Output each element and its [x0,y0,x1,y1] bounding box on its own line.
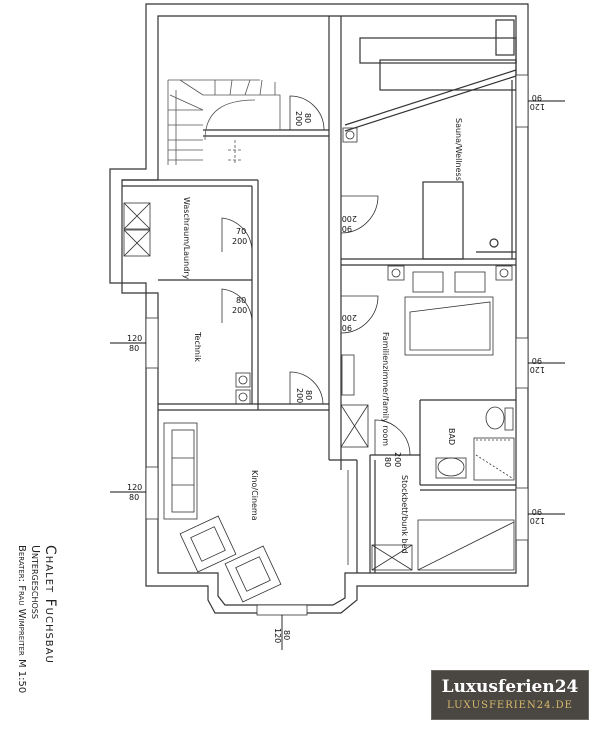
label-bad: BAD [447,428,456,445]
dim-door-stair-h: 200 [294,111,303,126]
brand-name: Luxusferien24 [441,677,579,697]
dim-door-laundry-w: 70 [236,227,246,236]
dim-door-bunk-h: 200 [393,452,402,467]
dim-win-bottom-w: 80 [282,630,291,640]
label-sauna: Sauna/Wellness [454,118,463,181]
dim-door-hall-h: 200 [295,388,304,403]
dim-win-kino-h: 80 [129,493,139,502]
dim-door-family-w: 90 [342,323,352,332]
title-advisor: Berater: Frau Wimpreiter M 1:50 [16,545,27,694]
dim-win-technik-w: 120 [127,334,142,343]
dim-win-sauna-h: 120 [530,102,545,111]
dim-win-family-h: 120 [530,365,545,374]
dim-door-family-h: 200 [342,313,357,322]
label-kino: Kino/Cinema [250,470,259,521]
dim-win-family-w: 90 [532,356,542,365]
label-family-room: Familienzimmer/family room [381,332,390,446]
dim-door-stair-w: 80 [303,113,312,123]
title-level: Untergeschoss [29,545,42,619]
inner-wall [121,15,517,606]
dim-door-technik-h: 200 [232,306,247,315]
brand-watermark: Luxusferien24 LUXUSFERIEN24.DE [431,670,589,720]
outer-wall [109,3,529,614]
dim-win-kino-w: 120 [127,483,142,492]
dim-win-bunk-h: 120 [530,516,545,525]
label-technik: Technik [193,331,202,362]
dim-win-bunk-w: 90 [532,507,542,516]
label-bunk-bed: Stockbett/bunk bed [400,475,409,554]
brand-url: LUXUSFERIEN24.DE [447,700,573,711]
dim-win-bottom-h: 120 [273,628,282,643]
dim-door-hall-w: 80 [304,390,313,400]
dim-win-sauna-w: 90 [532,93,542,102]
dim-door-sauna-h: 200 [342,214,357,223]
dim-door-laundry-h: 200 [232,237,247,246]
dim-door-technik-w: 80 [236,296,246,305]
title-project: Chalet Fuchsbau [42,545,58,664]
dim-win-technik-h: 80 [129,344,139,353]
dim-door-bunk-w: 80 [383,457,392,467]
dim-door-sauna-w: 90 [342,224,352,233]
label-laundry: Waschraum/Laundry [182,197,191,280]
